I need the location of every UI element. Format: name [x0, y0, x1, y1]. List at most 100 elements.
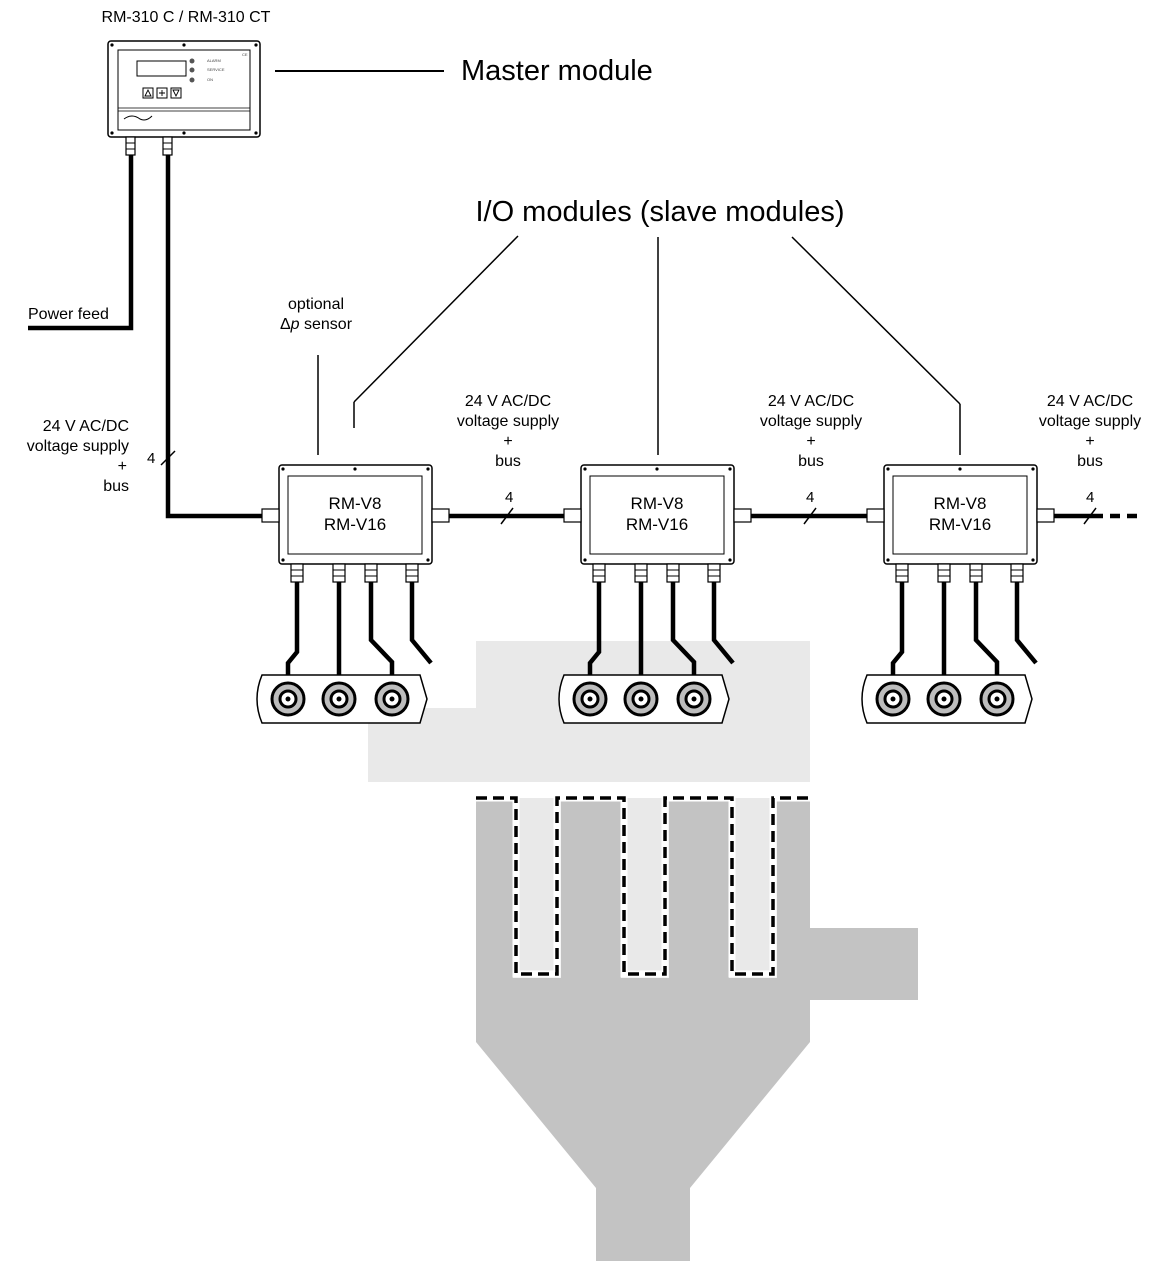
- master-display: [136, 60, 187, 77]
- power-feed-cable: [28, 155, 134, 331]
- supply-line: bus: [798, 453, 824, 470]
- io-module: [261, 464, 450, 690]
- valve: [875, 681, 911, 717]
- valve: [979, 681, 1015, 717]
- key-down: [170, 87, 182, 99]
- supply-line: voltage supply: [759, 413, 863, 430]
- side-gland: [733, 508, 752, 523]
- filter-bags: [476, 794, 810, 978]
- supply-line: +: [1085, 433, 1095, 450]
- valve-rail: [861, 674, 1033, 724]
- bottom-gland: [666, 563, 680, 583]
- bottom-gland: [1010, 563, 1024, 583]
- wire-count-tick: [803, 507, 817, 525]
- wire-count-label: 4: [1086, 489, 1095, 506]
- bottom-gland: [634, 563, 648, 583]
- valve-rail: [256, 674, 428, 724]
- supply-line: +: [806, 433, 816, 450]
- io-module-line: RM-V8: [328, 494, 382, 513]
- screw: [655, 467, 659, 471]
- side-gland: [563, 508, 582, 523]
- valve-rail: [558, 674, 730, 724]
- supply-label-left: 24 V AC/DC voltage supply + bus: [0, 417, 129, 497]
- gland: [125, 136, 136, 156]
- delta-symbol: Δ: [279, 316, 291, 333]
- supply-line: bus: [1077, 453, 1103, 470]
- power-feed-label: Power feed: [28, 306, 109, 323]
- bottom-gland: [332, 563, 346, 583]
- filter-bag: [621, 798, 669, 978]
- master-model-label: RM-310 C / RM-310 CT: [101, 9, 271, 26]
- bottom-gland: [969, 563, 983, 583]
- screw: [281, 467, 285, 471]
- valve-cable: [711, 582, 735, 665]
- supply-label: 24 V AC/DC voltage supply + bus: [438, 392, 578, 472]
- supply-line: bus: [103, 478, 129, 495]
- io-module-line: RM-V8: [630, 494, 684, 513]
- screw: [1031, 467, 1035, 471]
- bottom-gland: [895, 563, 909, 583]
- valve-cable: [1014, 582, 1038, 665]
- wire-count-label: 4: [505, 489, 514, 506]
- led-label: ON: [207, 77, 213, 82]
- bottom-gland: [592, 563, 606, 583]
- collector-housing: [476, 798, 918, 1261]
- supply-line: voltage supply: [1038, 413, 1142, 430]
- io-module-line: RM-V8: [933, 494, 987, 513]
- valve: [572, 681, 608, 717]
- valve: [321, 681, 357, 717]
- io-module-label: RM-V8 RM-V16: [288, 493, 422, 535]
- io-module-line: RM-V16: [323, 515, 387, 534]
- screw: [886, 467, 890, 471]
- screw: [958, 467, 962, 471]
- screw: [583, 467, 587, 471]
- filter-outline: [476, 796, 810, 976]
- io-module-label: RM-V8 RM-V16: [893, 493, 1027, 535]
- io-front: [892, 475, 1028, 555]
- io-module: [563, 464, 752, 690]
- screw: [886, 558, 890, 562]
- side-gland: [1036, 508, 1055, 523]
- side-gland: [261, 508, 280, 523]
- master-module-callout: Master module: [461, 55, 653, 87]
- sensor-word: sensor: [299, 316, 353, 333]
- bottom-gland: [364, 563, 378, 583]
- side-gland: [866, 508, 885, 523]
- io-front: [287, 475, 423, 555]
- screw: [583, 558, 587, 562]
- valve-cable: [973, 582, 1000, 690]
- io-module: [866, 464, 1055, 690]
- filter-bag: [513, 798, 561, 978]
- valve: [926, 681, 962, 717]
- service-led: [189, 67, 195, 73]
- sensor-label-line2: Δp sensor: [246, 315, 386, 335]
- side-gland: [431, 508, 450, 523]
- io-callout-line: [353, 235, 519, 403]
- io-module-line: RM-V16: [625, 515, 689, 534]
- valve-cable: [409, 582, 433, 665]
- bottom-gland: [405, 563, 419, 583]
- supply-line: bus: [495, 453, 521, 470]
- valve: [623, 681, 659, 717]
- io-module-group: [261, 464, 1055, 690]
- supply-label: 24 V AC/DC voltage supply + bus: [741, 392, 881, 472]
- wire-count-tick: [500, 507, 514, 525]
- screw: [426, 467, 430, 471]
- supply-label: 24 V AC/DC voltage supply + bus: [1021, 392, 1159, 472]
- screw: [728, 558, 732, 562]
- master-module: [107, 40, 261, 156]
- wire-count-tick: [160, 450, 176, 466]
- bottom-gland: [707, 563, 721, 583]
- screw: [1031, 558, 1035, 562]
- supply-line: 24 V AC/DC: [767, 393, 855, 410]
- wire-count-label: 4: [806, 489, 815, 506]
- io-front: [589, 475, 725, 555]
- supply-line: voltage supply: [456, 413, 560, 430]
- screw: [281, 558, 285, 562]
- on-led: [189, 77, 195, 83]
- sensor-label-line1: optional: [287, 296, 345, 313]
- valve-cable: [890, 582, 905, 690]
- supply-line: 24 V AC/DC: [42, 418, 129, 435]
